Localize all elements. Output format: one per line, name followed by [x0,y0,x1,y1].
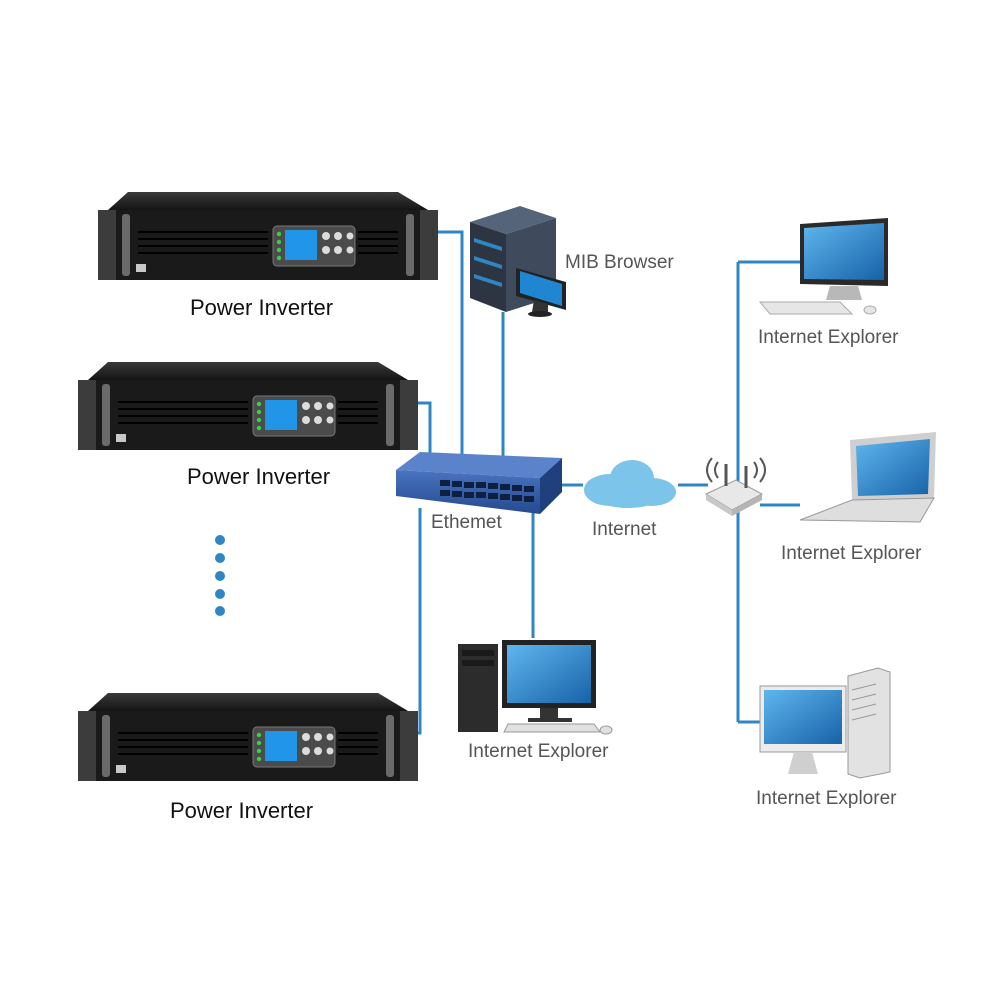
server-label: MIB Browser [565,252,674,273]
vertical-ellipsis-icon [215,535,225,616]
client-label-top-right: Internet Explorer [758,327,899,348]
inverter-label-1: Power Inverter [190,295,334,320]
desktop-computer-icon-center [458,640,613,735]
link-inverter-1 [430,230,464,462]
cloud-label: Internet [592,519,657,540]
inverter-label-2: Power Inverter [187,464,331,489]
ethernet-switch-icon [396,452,562,514]
power-inverter-device-3 [78,693,418,782]
power-inverter-device-1 [98,192,438,281]
cloud-icon [584,460,676,508]
switch-label: Ethemet [431,512,502,533]
power-inverter-device-2 [78,362,418,451]
client-label-center: Internet Explorer [468,741,609,762]
server-icon [470,206,566,317]
client-label-imac: Internet Explorer [756,788,897,809]
client-label-laptop: Internet Explorer [781,543,922,564]
imac-icon [759,667,891,779]
laptop-icon [799,432,936,523]
desktop-computer-icon-top-right [758,218,888,315]
wifi-router-icon [704,457,766,516]
inverter-label-3: Power Inverter [170,798,314,823]
link-inverter-3 [410,508,422,735]
